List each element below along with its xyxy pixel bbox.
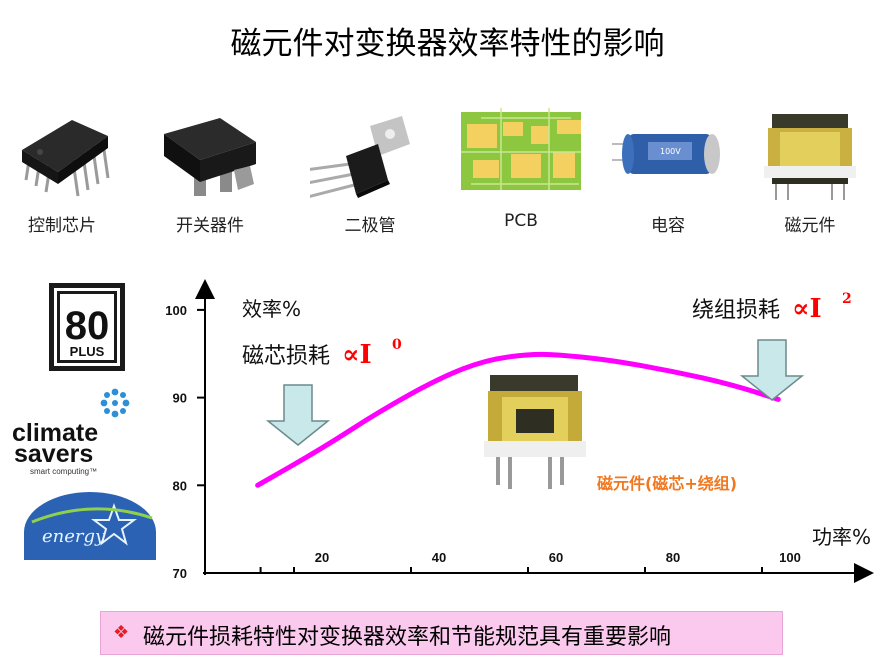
climate-word: climate <box>12 419 98 447</box>
conclusion-text: 磁元件损耗特性对变换器效率和节能规范具有重要影响 <box>143 625 672 650</box>
y-tick-label: 70 <box>173 566 187 581</box>
switch-device-icon <box>164 118 256 196</box>
energy-star-icon: energy <box>24 492 156 560</box>
diamond-bullet-icon: ❖ <box>113 622 130 643</box>
core-loss-label: 磁芯损耗 <box>242 344 330 369</box>
conclusion-banner: ❖ 磁元件损耗特性对变换器效率和节能规范具有重要影响 <box>100 611 783 655</box>
ic-chip-icon <box>22 120 110 197</box>
x-tick-label: 80 <box>666 550 680 565</box>
page-title: 磁元件对变换器效率特性的影响 <box>230 26 665 62</box>
x-tick-label: 20 <box>315 550 329 565</box>
y-tick-label: 90 <box>173 391 187 406</box>
efficiency-curve <box>255 351 781 488</box>
climate-savers-icon: climate savers smart computing™ <box>12 388 130 476</box>
proportional-symbol: ∝I <box>792 294 822 324</box>
component-diode: 二极管 <box>310 108 430 236</box>
chart-axes <box>195 279 874 583</box>
component-label: 二极管 <box>344 216 396 236</box>
y-axis-label: 效率% <box>242 297 301 321</box>
diode-icon <box>310 116 410 198</box>
magnetic-component-icon <box>764 114 856 200</box>
80plus-number: 80 <box>65 304 110 348</box>
climate-savers-logo: climate savers smart computing™ <box>10 385 140 489</box>
component-label: 开关器件 <box>176 216 244 236</box>
smart-computing-word: smart computing™ <box>30 467 97 476</box>
component-capacitor: 100V 电容 <box>608 108 728 236</box>
core-loss-exponent: 0 <box>392 337 402 353</box>
y-tick-label: 80 <box>173 478 187 493</box>
svg-text:100V: 100V <box>660 147 681 156</box>
winding-loss-label: 绕组损耗 <box>692 298 780 323</box>
component-switch-device: 开关器件 <box>150 108 270 236</box>
energy-star-logo: energy <box>22 492 158 566</box>
x-tick-label: 40 <box>432 550 446 565</box>
80plus-icon: 80 PLUS <box>49 283 125 371</box>
winding-loss-exponent: 2 <box>842 291 852 307</box>
component-label: 磁元件 <box>784 216 836 236</box>
component-ic-chip: 控制芯片 <box>2 108 122 236</box>
savers-word: savers <box>14 440 93 468</box>
core-loss-arrow-icon <box>265 384 331 446</box>
x-tick-label: 100 <box>779 550 801 565</box>
magnetic-component-caption: 磁元件(磁芯+绕组) <box>597 474 737 493</box>
winding-loss-arrow-icon <box>739 339 805 401</box>
x-tick-label: 60 <box>549 550 563 565</box>
component-pcb: PCB <box>461 108 581 231</box>
80plus-word: PLUS <box>70 344 105 359</box>
x-axis-label: 功率% <box>812 525 871 549</box>
component-magnetic: 磁元件 <box>750 108 870 236</box>
energy-word: energy <box>42 526 106 547</box>
80plus-logo: 80 PLUS <box>48 282 128 376</box>
component-label: PCB <box>504 211 538 231</box>
component-label: 电容 <box>651 216 685 236</box>
pcb-icon <box>461 108 581 190</box>
proportional-symbol: ∝I <box>342 340 372 370</box>
y-tick-label: 100 <box>165 303 187 318</box>
transformer-icon <box>484 375 586 489</box>
component-label: 控制芯片 <box>28 216 96 236</box>
capacitor-icon: 100V <box>612 134 720 174</box>
